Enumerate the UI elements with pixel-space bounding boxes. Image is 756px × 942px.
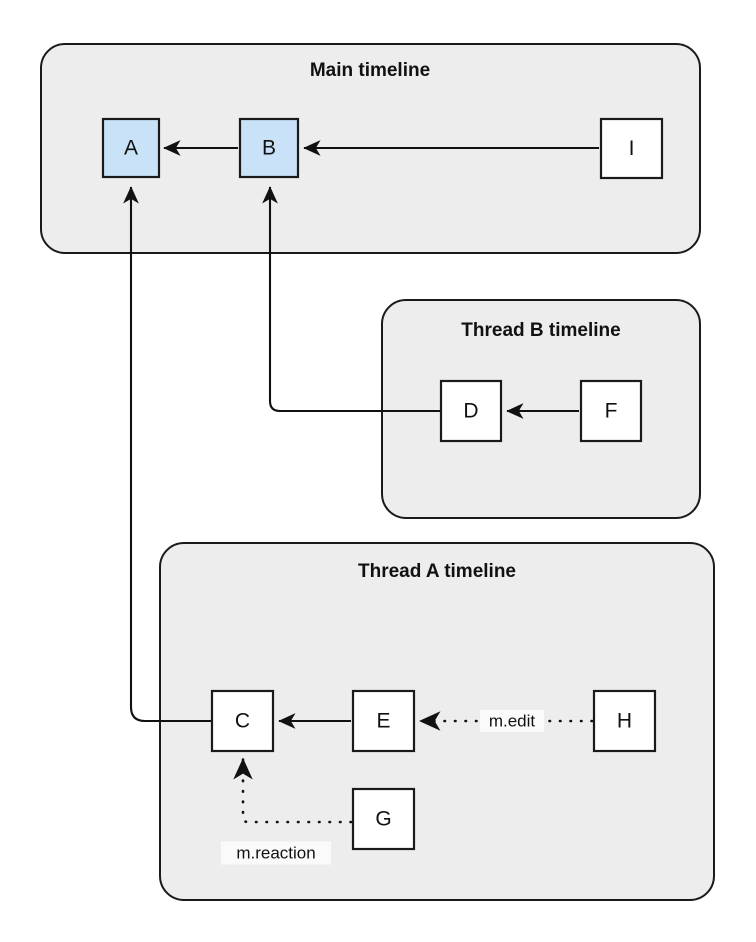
node-I[interactable]: I <box>599 117 664 180</box>
node-label-B: B <box>262 137 276 160</box>
node-label-F: F <box>605 400 618 423</box>
node-D[interactable]: D <box>439 379 503 443</box>
edge-label-text-h-to-e: m.edit <box>489 711 536 730</box>
edge-d-to-b <box>262 186 441 413</box>
group-title-main: Main timeline <box>310 60 430 81</box>
node-box-A[interactable] <box>101 117 161 179</box>
group-title-thread_b: Thread B timeline <box>461 320 620 341</box>
node-C[interactable]: C <box>210 689 275 753</box>
edge-label-text-g-to-c: m.reaction <box>236 843 315 862</box>
edges <box>123 140 599 824</box>
node-box-G[interactable] <box>351 787 416 851</box>
node-label-C: C <box>235 710 250 733</box>
node-box-F[interactable] <box>579 379 643 443</box>
edge-label-h-to-e: m.edit <box>480 710 544 732</box>
node-F[interactable]: F <box>579 379 643 443</box>
node-label-E: E <box>376 710 390 733</box>
node-box-D[interactable] <box>439 379 503 443</box>
nodes: A B I D F C E H G <box>101 117 664 851</box>
group-title-thread_a: Thread A timeline <box>358 561 516 582</box>
node-box-C[interactable] <box>210 689 275 753</box>
node-label-D: D <box>463 400 478 423</box>
node-label-H: H <box>617 710 632 733</box>
node-box-E[interactable] <box>351 689 416 753</box>
node-label-G: G <box>375 808 391 831</box>
node-box-B[interactable] <box>238 117 300 179</box>
node-E[interactable]: E <box>351 689 416 753</box>
node-A[interactable]: A <box>101 117 161 179</box>
node-label-I: I <box>629 137 635 160</box>
edge-labels: m.edit m.reaction <box>221 710 544 865</box>
edge-c-to-a <box>123 186 212 723</box>
node-box-I[interactable] <box>599 117 664 180</box>
node-B[interactable]: B <box>238 117 300 179</box>
node-H[interactable]: H <box>592 689 657 753</box>
group-box-thread_b <box>381 299 701 519</box>
edge-label-g-to-c: m.reaction <box>221 841 331 865</box>
edge-label-bg-h-to-e <box>480 710 544 732</box>
node-G[interactable]: G <box>351 787 416 851</box>
node-box-H[interactable] <box>592 689 657 753</box>
node-label-A: A <box>124 137 138 160</box>
group-thread_b: Thread B timeline <box>381 299 701 519</box>
edge-label-bg-g-to-c <box>221 841 331 865</box>
